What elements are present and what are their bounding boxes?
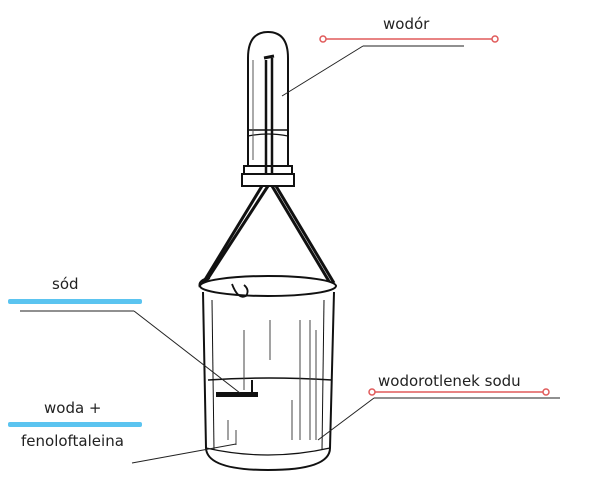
label-phenolphthalein: fenoloftaleina — [21, 432, 124, 450]
beaker — [198, 275, 337, 472]
blue-markers — [8, 299, 142, 427]
red-markers — [319, 35, 550, 396]
leader-lines — [20, 45, 560, 464]
wire-rod — [263, 54, 275, 175]
label-water: woda + — [44, 399, 102, 417]
test-tube — [241, 30, 295, 187]
label-sodium: sód — [52, 275, 79, 293]
label-hydrogen: wodór — [383, 15, 430, 33]
suspension-wires — [201, 185, 336, 284]
sodium-piece — [216, 380, 258, 397]
label-sodium-hydroxide: wodorotlenek sodu — [378, 372, 521, 390]
